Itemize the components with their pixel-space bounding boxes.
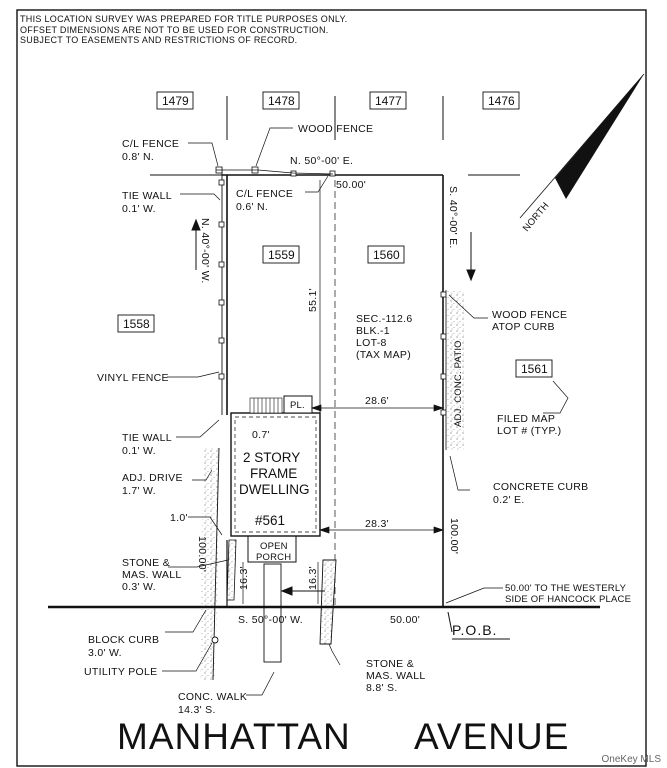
label-pl: PL. [290, 400, 305, 411]
dimension-lines [242, 404, 445, 604]
tax-lot: LOT-8 [356, 337, 387, 349]
lot-1561: 1561 [521, 362, 548, 376]
north-label: NORTH [521, 200, 552, 234]
steps [249, 397, 283, 414]
label-open-porch-2: PORCH [256, 552, 291, 563]
north-arrow: NORTH [519, 73, 645, 234]
tax-block: BLK.-1 [356, 325, 390, 337]
street-word-1: MANHATTAN [117, 716, 351, 757]
lot-1479: 1479 [162, 94, 189, 108]
label-wood-fence-curb-2: ATOP CURB [492, 321, 555, 333]
east-bearing: S. 40°-00' E. [447, 186, 459, 249]
label-concrete-curb-offset: 0.2' E. [493, 494, 525, 506]
label-stone-wall-west-3: 0.3' W. [122, 581, 156, 593]
label-stone-wall-east-2: MAS. WALL [366, 670, 426, 682]
note-line: THIS LOCATION SURVEY WAS PREPARED FOR TI… [20, 14, 348, 24]
lot-lines [150, 96, 520, 176]
label-cl-fence-06-offset: 0.6' N. [236, 201, 268, 213]
dim-28-6: 28.6' [365, 395, 389, 407]
south-bearing: S. 50°-00' W. [238, 614, 303, 626]
property-boundary [221, 167, 444, 607]
sheet-border [16, 9, 647, 767]
lot-1478: 1478 [268, 94, 295, 108]
tax-section: SEC.-112.6 [356, 313, 413, 325]
dim-28-3: 28.3' [365, 518, 389, 530]
lot-boxes [117, 91, 553, 378]
label-stone-wall-east-3: 8.8' S. [366, 682, 398, 694]
lot-1477: 1477 [375, 94, 402, 108]
west-distance: 100.00' [196, 536, 208, 572]
label-cl-fence-08: C/L FENCE [122, 138, 179, 150]
concrete-walk [263, 563, 282, 663]
label-block-curb-offset: 3.0' W. [88, 647, 122, 659]
fence-posts [215, 166, 447, 416]
label-block-curb: BLOCK CURB [88, 634, 159, 646]
survey-notes: THIS LOCATION SURVEY WAS PREPARED FOR TI… [20, 14, 347, 46]
label-utility-pole: UTILITY POLE [84, 666, 157, 678]
label-patio: ADJ. CONC. PATIO [453, 340, 464, 427]
dim-16-3-west: 16.3' [238, 566, 250, 590]
dwelling-label-1: 2 STORY [243, 450, 300, 465]
label-westerly-2: SIDE OF HANCOCK PLACE [505, 594, 631, 605]
label-westerly: 50.00' TO THE WESTERLY [505, 583, 627, 594]
dim-16-3-east: 16.3' [307, 566, 319, 590]
label-tie-wall-mid: TIE WALL [122, 432, 172, 444]
tax-map: (TAX MAP) [356, 349, 411, 361]
west-bearing: N. 40°-00' W. [199, 218, 211, 284]
label-wood-fence: WOOD FENCE [298, 123, 373, 135]
north-distance: 50.00' [336, 179, 366, 191]
label-adj-drive-offset: 1.7' W. [122, 485, 156, 497]
label-open-porch: OPEN [260, 541, 288, 552]
dwelling-label-2: FRAME [250, 466, 297, 481]
label-cl-fence-08-offset: 0.8' N. [122, 151, 154, 163]
label-tie-wall-top-offset: 0.1' W. [122, 203, 156, 215]
lot-1560: 1560 [373, 248, 400, 262]
label-stone-wall-west-2: MAS. WALL [122, 569, 182, 581]
label-stone-wall-east: STONE & [366, 658, 414, 670]
open-porch [247, 535, 297, 563]
note-line: SUBJECT TO EASEMENTS AND RESTRICTIONS OF… [20, 35, 298, 45]
label-tie-wall-top: TIE WALL [122, 190, 172, 202]
adjacent-patio [446, 290, 464, 450]
label-conc-walk: CONC. WALK [178, 691, 247, 703]
label-stone-wall-west: STONE & [122, 557, 170, 569]
dwelling-label-3: DWELLING [239, 482, 310, 497]
point-of-beginning: P.O.B. [452, 622, 497, 638]
north-bearing: N. 50°-00' E. [290, 155, 353, 167]
dwelling-number: #561 [255, 513, 285, 528]
label-conc-walk-offset: 14.3' S. [178, 704, 216, 716]
stone-wall-west [226, 539, 237, 601]
south-distance: 50.00' [390, 614, 420, 626]
label-cl-fence-06: C/L FENCE [236, 188, 293, 200]
label-wood-fence-curb: WOOD FENCE [492, 309, 567, 321]
direction-arrows [191, 218, 476, 633]
lot-1476: 1476 [488, 94, 515, 108]
note-line: OFFSET DIMENSIONS ARE NOT TO BE USED FOR… [20, 24, 329, 35]
watermark: OneKey MLS [601, 754, 661, 765]
dim-1-0: 1.0' [170, 512, 188, 524]
fence-line-top [216, 169, 334, 175]
label-tie-wall-mid-offset: 0.1' W. [122, 445, 156, 457]
lot-1559: 1559 [268, 248, 295, 262]
label-filed-map: FILED MAP [497, 413, 555, 425]
label-filed-map-2: LOT # (TYP.) [497, 425, 561, 437]
utility-pole [211, 636, 219, 644]
street-name: MANHATTAN AVENUE [0, 716, 667, 764]
stone-wall-east [319, 559, 337, 645]
lot-1558: 1558 [123, 317, 150, 331]
dim-0-7: 0.7' [252, 429, 270, 441]
east-distance: 100.00' [448, 518, 460, 554]
label-concrete-curb: CONCRETE CURB [493, 481, 589, 493]
leader-lines [162, 127, 569, 696]
label-adj-drive: ADJ. DRIVE [122, 472, 183, 484]
street-word-2: AVENUE [414, 716, 570, 757]
dim-55-1: 55.1' [307, 288, 319, 312]
platform [283, 395, 313, 414]
label-vinyl-fence: VINYL FENCE [97, 372, 169, 384]
